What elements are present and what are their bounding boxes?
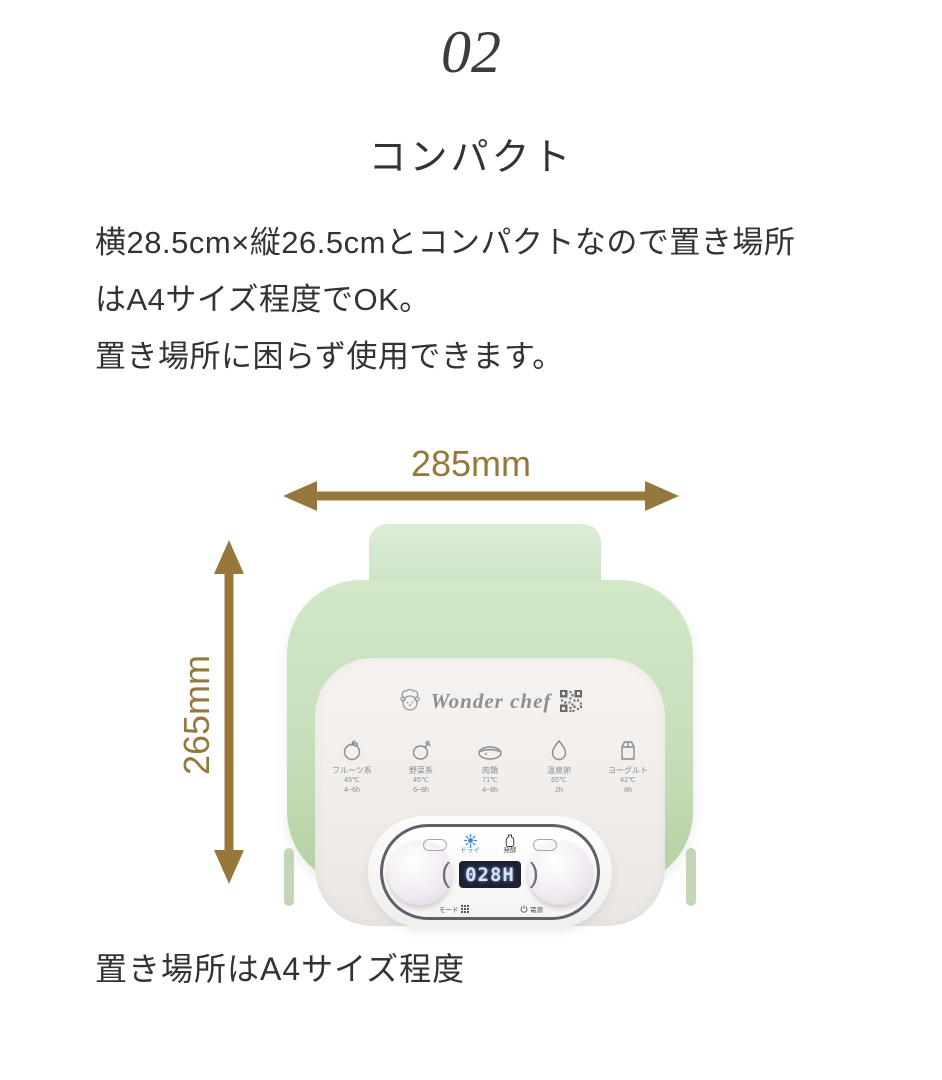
product-image: Wonder chef [284, 520, 696, 928]
egg-icon [549, 736, 569, 762]
mode-vegetable: 野菜系 45℃ 6~8h [392, 736, 450, 796]
brand-row: Wonder chef [315, 688, 665, 714]
mode-onsen-egg: 温泉卵 65℃ 2h [530, 736, 588, 796]
product-front-panel: Wonder chef [315, 658, 665, 928]
section-number: 02 [441, 19, 501, 85]
indicator-badge [423, 839, 447, 851]
control-center: ドライ 発酵 028H [439, 827, 543, 917]
description-line: はA4サイズ程度でOK。 [95, 282, 431, 317]
image-caption: 置き場所はA4サイズ程度 [95, 951, 466, 987]
ferment-jar-icon [505, 834, 515, 847]
left-arc-mark: ( [441, 857, 451, 888]
fruit-icon [340, 736, 364, 762]
page-title: コンパクト [368, 137, 574, 179]
product-body: Wonder chef [284, 580, 696, 928]
mode-time: 6~8h [413, 787, 429, 794]
side-latch [284, 848, 294, 906]
mode-temp: 45℃ [413, 777, 429, 784]
mode-temp: 71℃ [482, 777, 498, 784]
left-knob [388, 841, 452, 905]
horizontal-arrow-icon [283, 481, 679, 511]
indicator-badge [533, 839, 557, 851]
side-latch [686, 848, 696, 906]
mode-time: 4~6h [344, 787, 360, 794]
control-panel: ( ) ドライ [380, 824, 600, 920]
description-text: 横28.5cm×縦26.5cmとコンパクトなので置き場所 はA4サイズ程度でOK… [95, 214, 895, 385]
width-dimension-label: 285mm [410, 443, 532, 484]
power-control: 電源 [520, 904, 543, 914]
mode-label: モード [439, 907, 459, 914]
mode-name: ヨーグルト [608, 766, 648, 775]
mode-name: 肉類 [482, 766, 498, 775]
height-dimension-label: 265mm [176, 654, 217, 776]
mode-time: 4~8h [482, 787, 498, 794]
meat-icon [476, 736, 504, 762]
power-label: 電源 [530, 907, 543, 914]
mode-time: 8h [624, 787, 632, 794]
mode-temp: 65℃ [551, 777, 567, 784]
mode-grid-icon [460, 905, 469, 913]
mode-time: 2h [555, 787, 563, 794]
vegetable-icon [409, 736, 433, 762]
right-arc-mark: ) [529, 857, 539, 888]
mode-control: モード [439, 904, 469, 914]
brand-name: Wonder chef [430, 688, 552, 713]
dry-sun-icon [463, 834, 477, 847]
mode-meat: 肉類 71℃ 4~8h [461, 736, 519, 796]
description-line: 置き場所に困らず使用できます。 [95, 339, 564, 374]
timer-display: 028H [459, 861, 521, 888]
ferment-label: 発酵 [503, 847, 517, 854]
mode-temp: 42℃ [620, 777, 636, 784]
yogurt-icon [617, 736, 639, 762]
right-knob [528, 841, 592, 905]
mode-temp: 45℃ [344, 777, 360, 784]
bear-chef-logo-icon [399, 688, 420, 711]
description-line: 横28.5cm×縦26.5cmとコンパクトなので置き場所 [95, 225, 796, 260]
mode-yogurt: ヨーグルト 42℃ 8h [599, 736, 657, 796]
mode-name: 野菜系 [409, 766, 433, 775]
mode-fruit: フルーツ系 45℃ 4~6h [323, 736, 381, 796]
dry-label: ドライ [460, 847, 480, 854]
mode-name: 温泉卵 [547, 766, 571, 775]
power-icon [520, 905, 528, 913]
mode-name: フルーツ系 [332, 766, 372, 775]
vertical-arrow-icon [214, 540, 244, 884]
qr-code-icon [560, 690, 583, 712]
timer-value: 028H [465, 863, 515, 886]
mode-guide-row: フルーツ系 45℃ 4~6h 野菜系 45℃ 6~8h [315, 736, 665, 796]
